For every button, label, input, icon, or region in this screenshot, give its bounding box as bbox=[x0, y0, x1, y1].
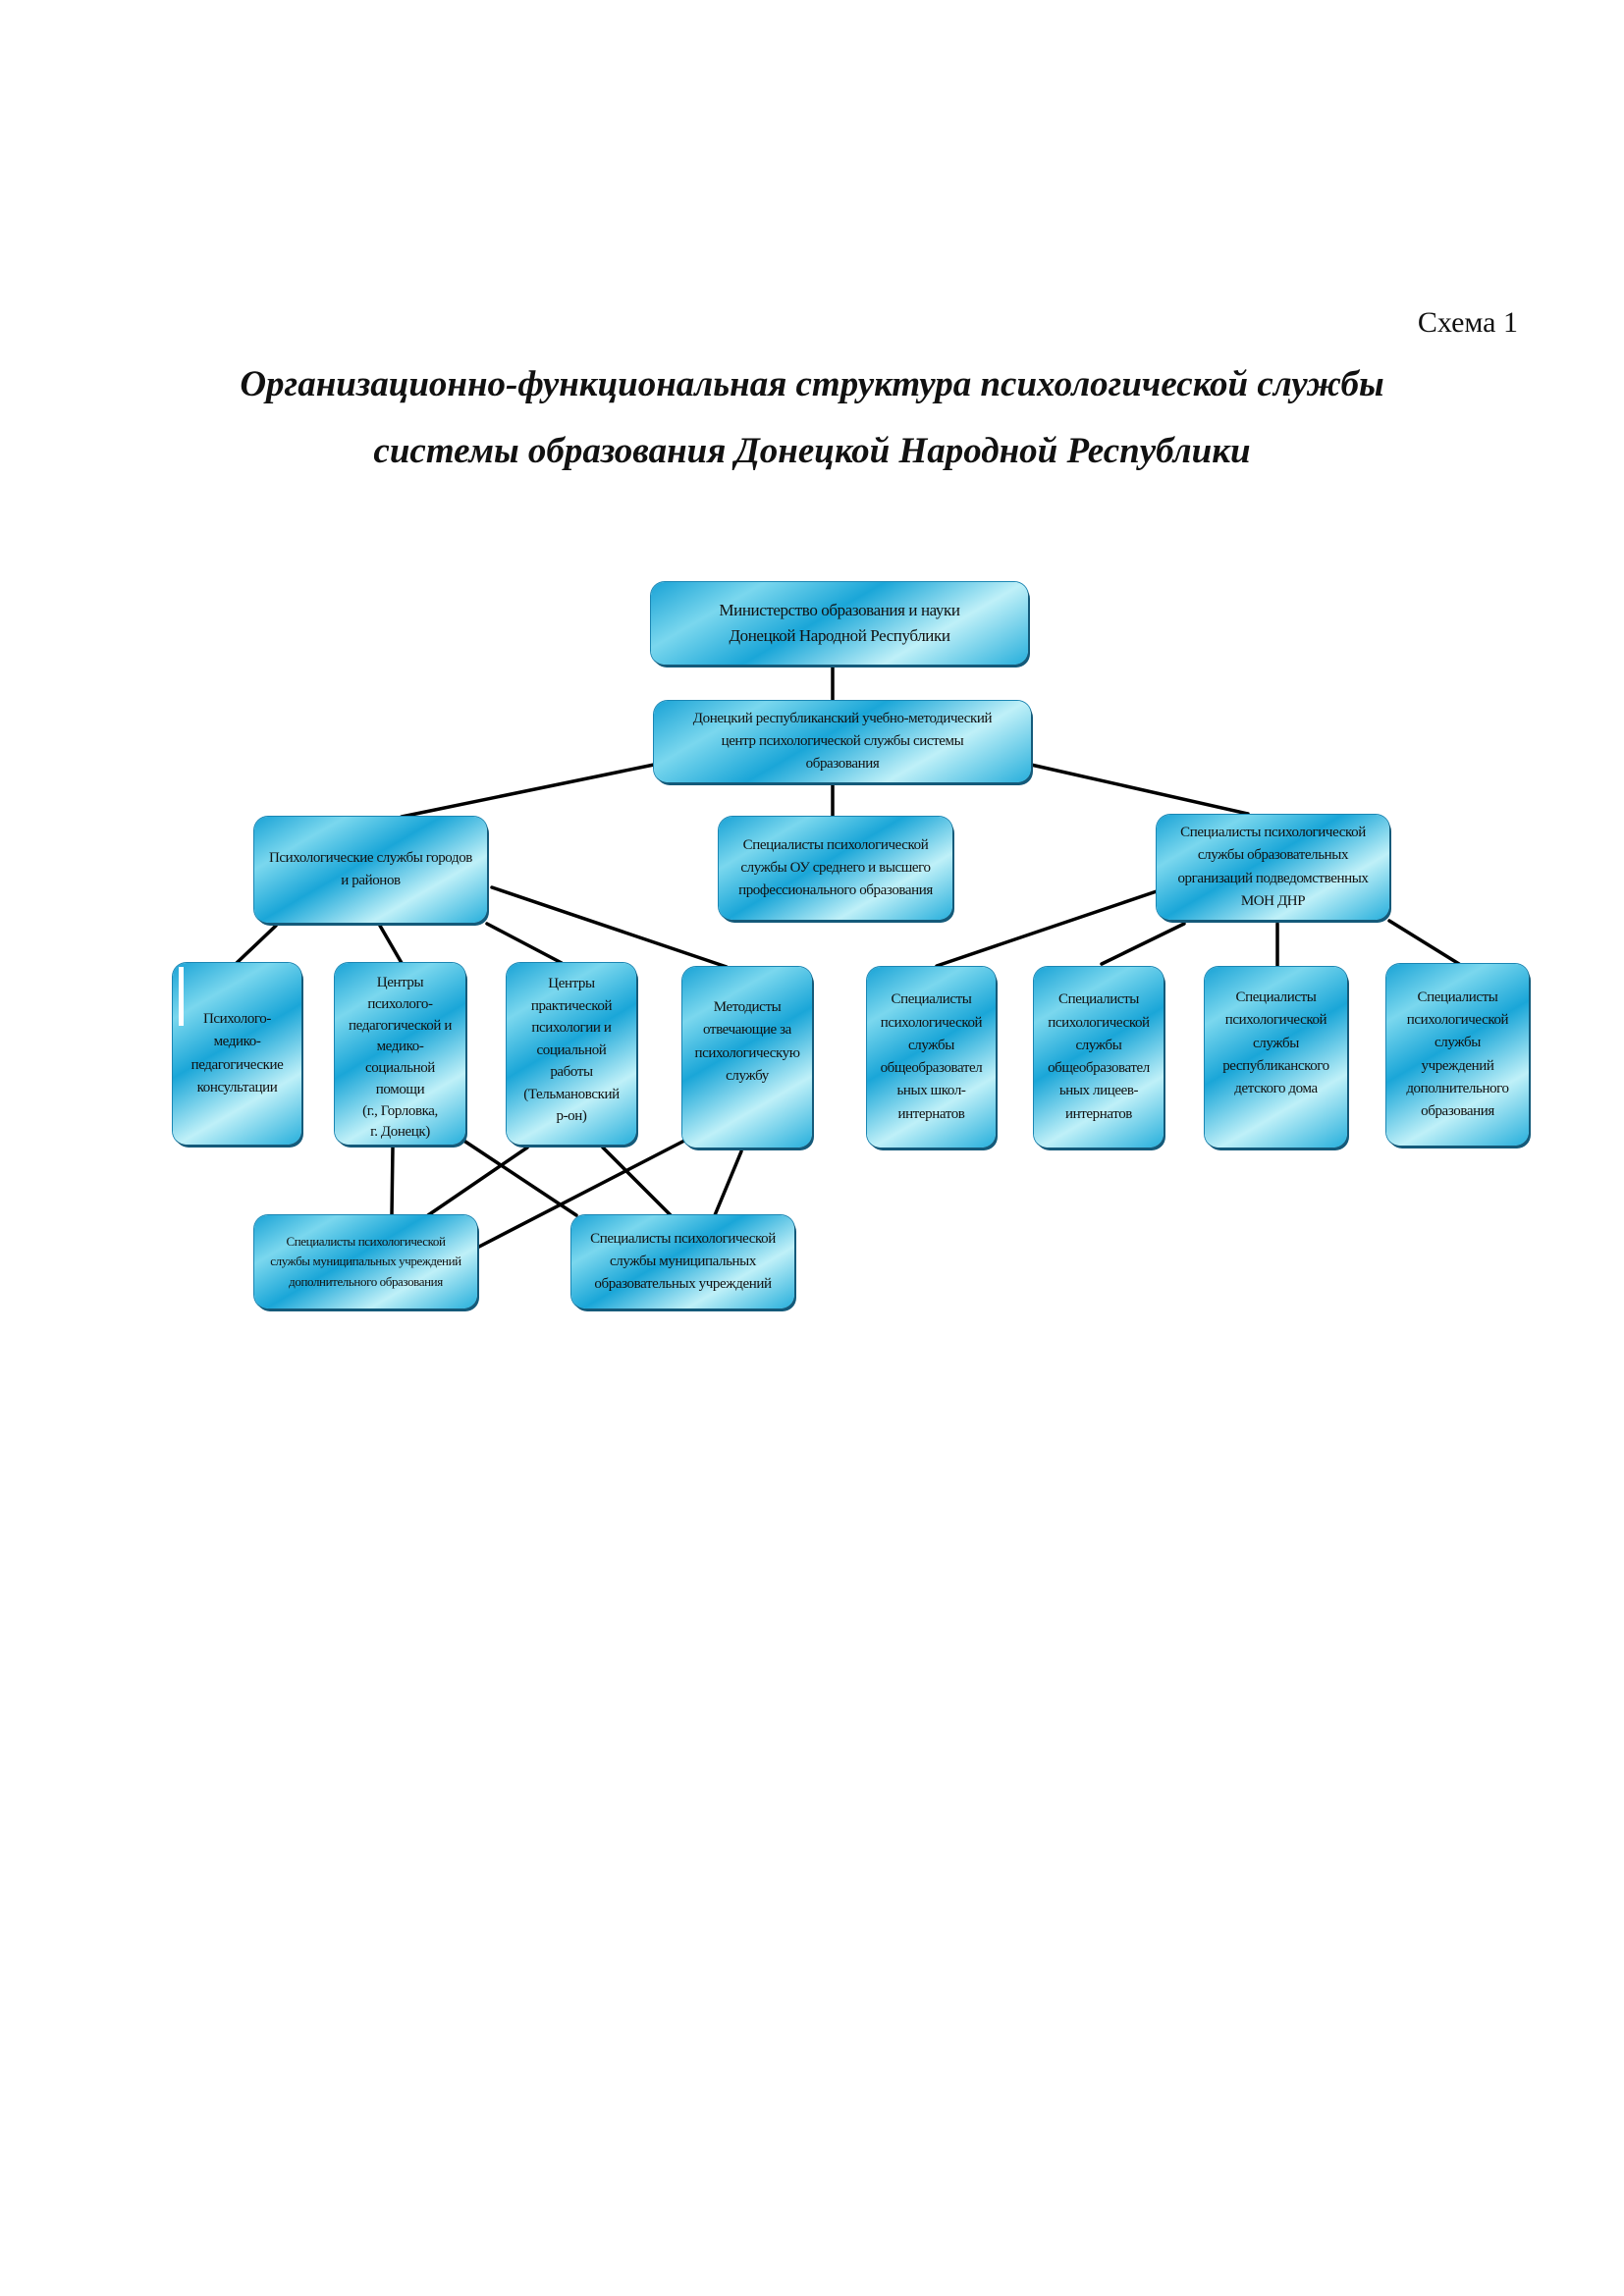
node-methodists: Методисты отвечающие за психологическую … bbox=[682, 967, 812, 1148]
link-mon-additional bbox=[1387, 919, 1461, 966]
node-ou-specialists: Специалисты психологической службы ОУ ср… bbox=[719, 817, 952, 920]
link-ppms-muniadd bbox=[390, 1146, 395, 1217]
node-center: Донецкий республиканский учебно-методиче… bbox=[654, 701, 1031, 782]
link-practical-muniadd bbox=[426, 1146, 529, 1217]
white-marker bbox=[179, 967, 184, 1026]
link-city-pmpk bbox=[235, 924, 278, 965]
link-city-ppms bbox=[378, 924, 404, 965]
link-methodists-muniadd bbox=[475, 1138, 688, 1250]
node-city-services: Психологические службы городов и районов bbox=[254, 817, 487, 923]
scheme-label: Схема 1 bbox=[1417, 306, 1518, 339]
node-ppms-centers: Центры психолого- педагогической и медик… bbox=[335, 963, 465, 1145]
node-orphanage: Специалисты психологической службы респу… bbox=[1205, 967, 1347, 1148]
node-additional-edu: Специалисты психологической службы учреж… bbox=[1386, 964, 1529, 1146]
title-line-2: системы образования Донецкой Народной Ре… bbox=[373, 431, 1251, 471]
link-city-methodists bbox=[490, 885, 729, 969]
node-municipal-additional: Специалисты психологической службы муниц… bbox=[254, 1215, 477, 1308]
node-boarding-schools: Специалисты психологической службы общео… bbox=[867, 967, 996, 1148]
title-line-1: Организационно-функциональная структура … bbox=[240, 364, 1384, 404]
link-city-practical bbox=[485, 922, 564, 965]
node-mon-specialists: Специалисты психологической службы образ… bbox=[1157, 815, 1389, 920]
link-ppms-munied bbox=[460, 1138, 578, 1217]
link-practical-munied bbox=[601, 1146, 673, 1217]
link-mon-schools bbox=[935, 889, 1159, 968]
node-ministry: Министерство образования и науки Донецко… bbox=[651, 582, 1028, 665]
node-pmpk: Психолого- медико- педагогические консул… bbox=[173, 963, 301, 1145]
node-municipal-edu: Специалисты психологической службы муниц… bbox=[571, 1215, 794, 1308]
link-center-city bbox=[400, 763, 656, 819]
node-practical-centers: Центры практической психологии и социаль… bbox=[507, 963, 636, 1145]
node-boarding-lyceums: Специалисты психологической службы общео… bbox=[1034, 967, 1164, 1148]
link-methodists-munied bbox=[713, 1149, 743, 1217]
link-center-mon bbox=[1029, 763, 1250, 816]
link-mon-lyceums bbox=[1100, 922, 1186, 966]
